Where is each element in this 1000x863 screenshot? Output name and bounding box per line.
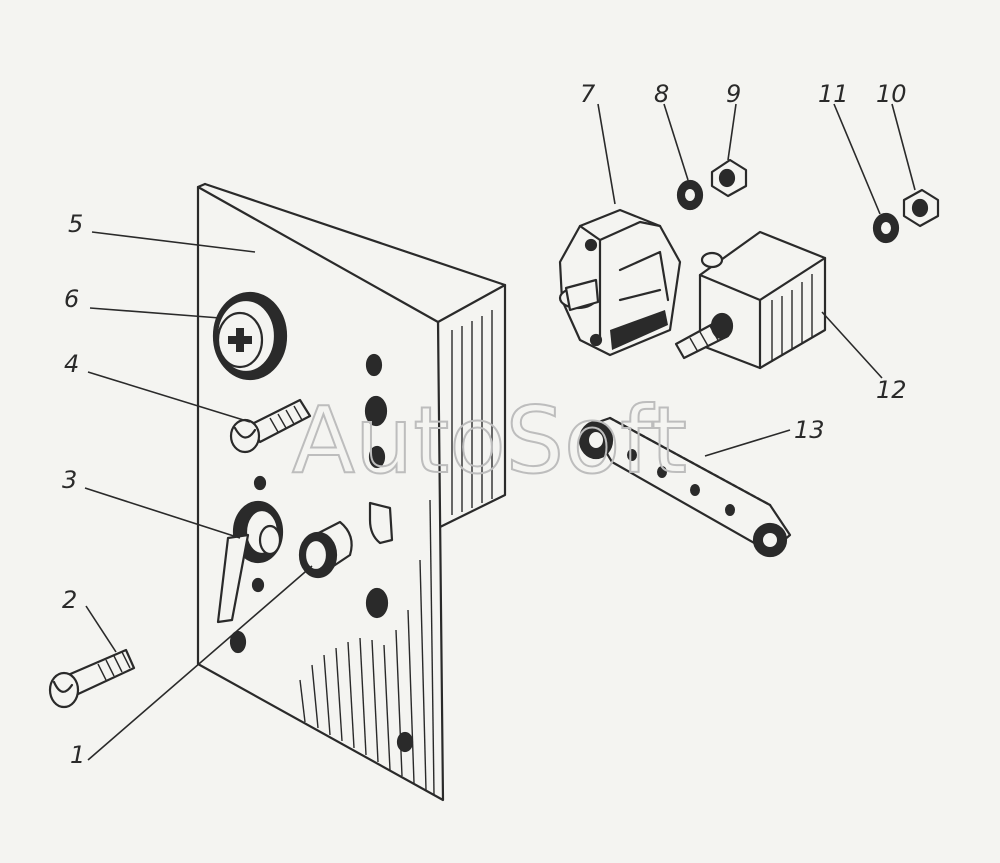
callout-3: 3 <box>62 466 77 494</box>
contact-strip-part <box>578 416 792 558</box>
callout-4: 4 <box>64 350 79 378</box>
round-cross-button-part <box>212 291 288 381</box>
callout-6: 6 <box>64 285 79 313</box>
callout-labels: 1 2 3 4 5 6 7 8 9 10 11 12 13 <box>62 80 907 769</box>
screw-upper-part <box>229 398 312 454</box>
relay-cube-part <box>674 230 827 370</box>
conical-knob-part <box>298 520 353 579</box>
leader-lines <box>84 103 916 761</box>
toggle-switch-part <box>216 500 284 624</box>
nut-10-part <box>902 188 940 228</box>
callout-7: 7 <box>580 80 596 108</box>
washer-11-part <box>872 212 900 244</box>
callout-10: 10 <box>876 80 907 108</box>
screw-loose-part <box>48 648 136 709</box>
callout-1: 1 <box>70 741 85 769</box>
callout-12: 12 <box>876 376 907 404</box>
washer-8-part <box>676 179 704 211</box>
callout-8: 8 <box>654 80 669 108</box>
callout-5: 5 <box>68 210 83 238</box>
connector-block-part <box>558 208 682 357</box>
callout-11: 11 <box>818 80 849 108</box>
callout-9: 9 <box>726 80 741 108</box>
watermark-text: AutoSoft <box>292 387 687 494</box>
nut-9-part <box>710 158 748 198</box>
callout-13: 13 <box>794 416 825 444</box>
callout-2: 2 <box>62 586 77 614</box>
